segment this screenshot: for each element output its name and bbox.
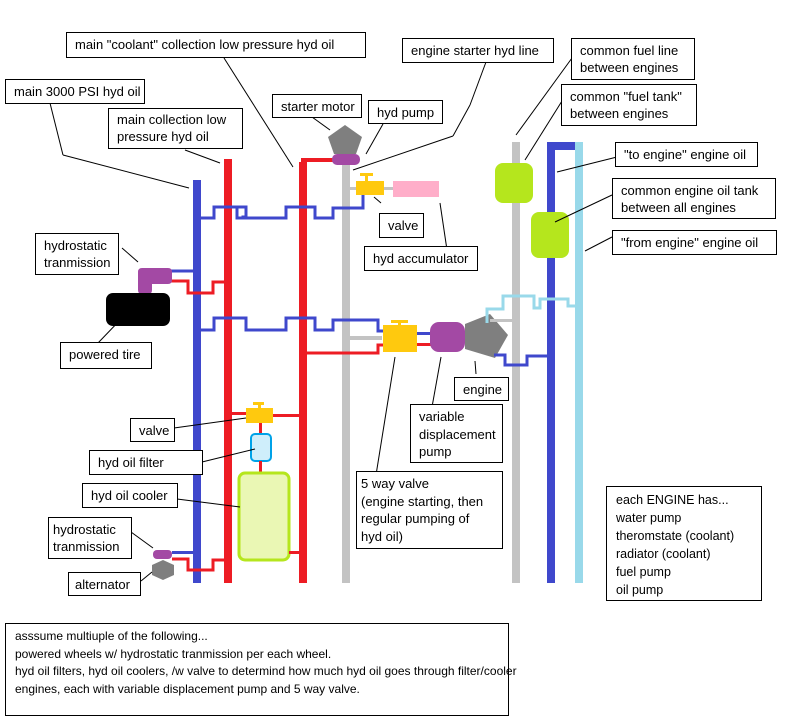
hyd-pump — [332, 154, 360, 165]
label-variable-pump: variable displacement pump — [410, 404, 503, 463]
hyd-accumulator — [393, 181, 439, 197]
engine-starter-line — [342, 162, 350, 583]
label-to-engine-oil: "to engine" engine oil — [615, 142, 758, 167]
starter-to-valve-pipe — [350, 336, 382, 340]
label-from-engine-oil: "from engine" engine oil — [612, 230, 777, 255]
label-hydrostatic-bottom: hydrostatic tranmission — [48, 517, 132, 559]
label-valve-top: valve — [379, 213, 424, 238]
cooler-valve-handle-top — [253, 402, 264, 405]
hp-line-upper — [201, 192, 365, 220]
hyd-oil-cooler — [237, 471, 291, 562]
label-common-fuel-line: common fuel line between engines — [571, 38, 695, 80]
five-way-valve — [383, 325, 417, 352]
valve-to-pump-lp — [417, 343, 431, 346]
starter-valve-handle — [365, 173, 368, 181]
label-powered-tire: powered tire — [60, 342, 152, 369]
valve-left-pipe — [232, 412, 246, 415]
five-way-valve-handle-top — [391, 320, 408, 323]
filter-to-cooler-pipe — [259, 461, 262, 473]
starter-motor — [328, 125, 362, 154]
starter-feed-pipe — [301, 158, 336, 163]
hp-line-to-starter-valve — [201, 205, 248, 220]
label-hyd-pump: hyd pump — [368, 100, 443, 124]
cooler-valve-handle — [258, 402, 261, 409]
engine-oil-return-pipe — [485, 294, 575, 323]
label-main-3000-psi: main 3000 PSI hyd oil — [5, 79, 145, 104]
valve-to-pump-hp — [417, 332, 431, 335]
to-engine-oil-line — [547, 142, 555, 583]
lp-return-from-5-way — [307, 343, 384, 355]
hydrostatic-transmission-top — [138, 268, 172, 294]
label-coolant-collection: main "coolant" collection low pressure h… — [66, 32, 366, 58]
to-engine-oil-top — [547, 142, 577, 150]
hydrostatic-lp-pipe-bottom — [172, 557, 224, 572]
engine-oil-supply-pipe — [494, 353, 547, 367]
alternator — [152, 560, 174, 580]
common-engine-oil-tank — [531, 212, 569, 258]
leader-lines — [49, 57, 618, 582]
label-common-fuel-tank: common "fuel tank" between engines — [561, 84, 697, 126]
hydrostatic-hp-pipe-bottom — [172, 551, 193, 554]
main-collection-line — [224, 159, 232, 583]
cooler-valve — [246, 408, 273, 423]
hydrostatic-transmission-bottom — [153, 550, 172, 559]
valve-to-filter-pipe — [259, 423, 262, 434]
hydrostatic-lp-pipe — [170, 279, 224, 295]
label-valve-bottom: valve — [130, 418, 175, 442]
label-hyd-oil-filter: hyd oil filter — [89, 450, 203, 475]
label-alternator: alternator — [68, 572, 141, 596]
label-common-oil-tank: common engine oil tank between all engin… — [612, 178, 776, 219]
powered-tire — [106, 293, 170, 326]
label-hyd-accumulator: hyd accumulator — [364, 246, 478, 271]
starter-valve — [356, 181, 384, 195]
label-starter-motor: starter motor — [272, 94, 362, 118]
common-fuel-tank — [495, 163, 533, 203]
valve-to-starter-pipe — [350, 187, 356, 190]
engine-components-note: each ENGINE has... water pump theromstat… — [606, 486, 762, 601]
label-five-way-valve: 5 way valve (engine starting, then regul… — [356, 471, 503, 549]
assumptions-note: asssume multiuple of the following... po… — [5, 623, 517, 716]
valve-to-accumulator-pipe — [384, 187, 394, 190]
from-engine-oil-line — [575, 142, 583, 583]
label-main-collection: main collection low pressure hyd oil — [108, 108, 243, 149]
valve-right-pipe — [273, 414, 299, 417]
starter-valve-handle-top — [360, 173, 373, 176]
common-fuel-line — [512, 142, 520, 583]
hp-line-lower — [201, 316, 384, 333]
label-hydrostatic-top: hydrostatic tranmission — [35, 233, 119, 275]
hyd-oil-filter — [250, 433, 272, 462]
coolant-collection-line — [299, 162, 307, 583]
variable-displacement-pump — [430, 322, 465, 352]
cooler-to-line-pipe — [289, 551, 299, 554]
engine-fuel-pipe — [490, 319, 512, 322]
engine — [465, 314, 508, 358]
label-engine-starter-line: engine starter hyd line — [402, 38, 554, 63]
label-hyd-oil-cooler: hyd oil cooler — [82, 483, 178, 508]
label-engine: engine — [454, 377, 509, 401]
main-3000-psi-line — [193, 180, 201, 583]
